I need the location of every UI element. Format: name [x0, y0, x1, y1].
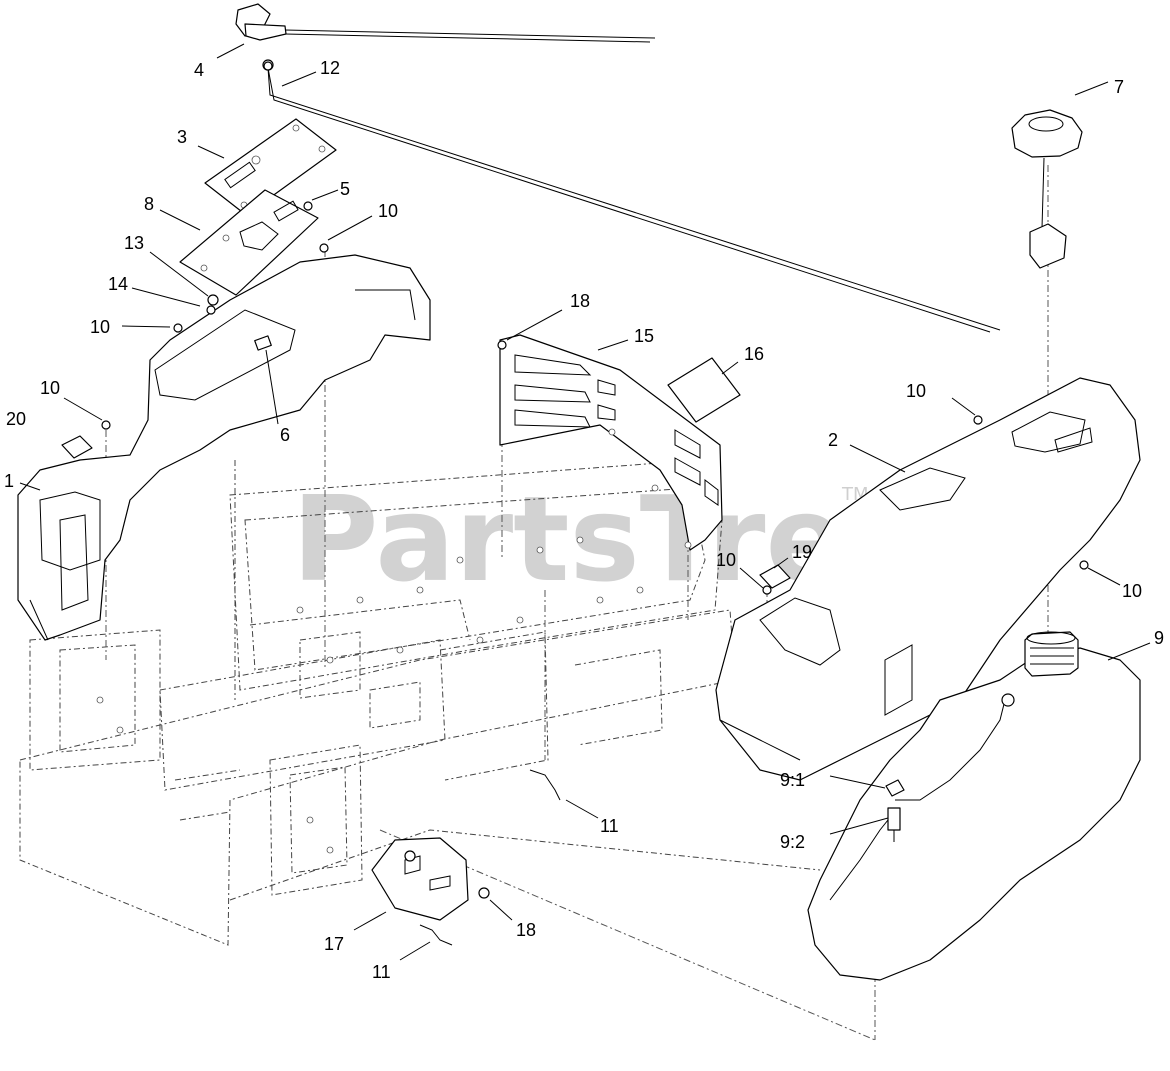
callout-9-2: 9:2	[780, 832, 805, 852]
left-decal	[61, 435, 93, 459]
callout-8: 8	[144, 194, 154, 214]
callout-20: 20	[6, 409, 26, 429]
callout-10-right-top: 10	[906, 381, 926, 401]
callout-6: 6	[280, 425, 290, 445]
fuel-cap	[1011, 109, 1083, 269]
callout-labels: 4 12 3 8 5 10 13 14 10 10 20 1 6 18 15 1…	[4, 58, 1164, 982]
callout-3: 3	[177, 127, 187, 147]
control-decal	[204, 118, 337, 216]
callout-2: 2	[828, 430, 838, 450]
callout-10-right: 10	[1122, 581, 1142, 601]
leader-lines	[19, 43, 1151, 961]
callout-10-decal: 10	[716, 550, 736, 570]
callout-12: 12	[320, 58, 340, 78]
cable-clip	[254, 335, 272, 351]
fuel-fittings	[885, 779, 905, 842]
callout-11-bottom: 11	[372, 962, 391, 982]
callout-10-left: 10	[90, 317, 110, 337]
callout-1: 1	[4, 471, 14, 491]
control-panel	[179, 189, 319, 296]
callout-13: 13	[124, 233, 144, 253]
fuel-tank	[807, 631, 1141, 981]
fasteners	[101, 61, 1089, 899]
seat-bracket	[499, 334, 723, 551]
callout-17: 17	[324, 934, 344, 954]
callout-9-1: 9:1	[780, 770, 805, 790]
springs	[419, 769, 561, 946]
callout-10-panel: 10	[378, 201, 398, 221]
callout-9: 9	[1154, 628, 1164, 648]
callout-16: 16	[744, 344, 764, 364]
lower-bracket	[371, 837, 469, 921]
callout-11-right: 11	[600, 816, 619, 836]
seat-decal	[667, 357, 741, 423]
callout-15: 15	[634, 326, 654, 346]
callout-14: 14	[108, 274, 128, 294]
left-fender	[17, 254, 431, 641]
callout-10-fender: 10	[40, 378, 60, 398]
callout-18-bottom: 18	[516, 920, 536, 940]
callout-19: 19	[792, 542, 812, 562]
callout-7: 7	[1114, 77, 1124, 97]
callout-4: 4	[194, 60, 204, 80]
callout-18-top: 18	[570, 291, 590, 311]
right-decal	[759, 564, 791, 589]
callout-5: 5	[340, 179, 350, 199]
choke-knob	[235, 3, 656, 43]
right-fender	[715, 377, 1141, 781]
